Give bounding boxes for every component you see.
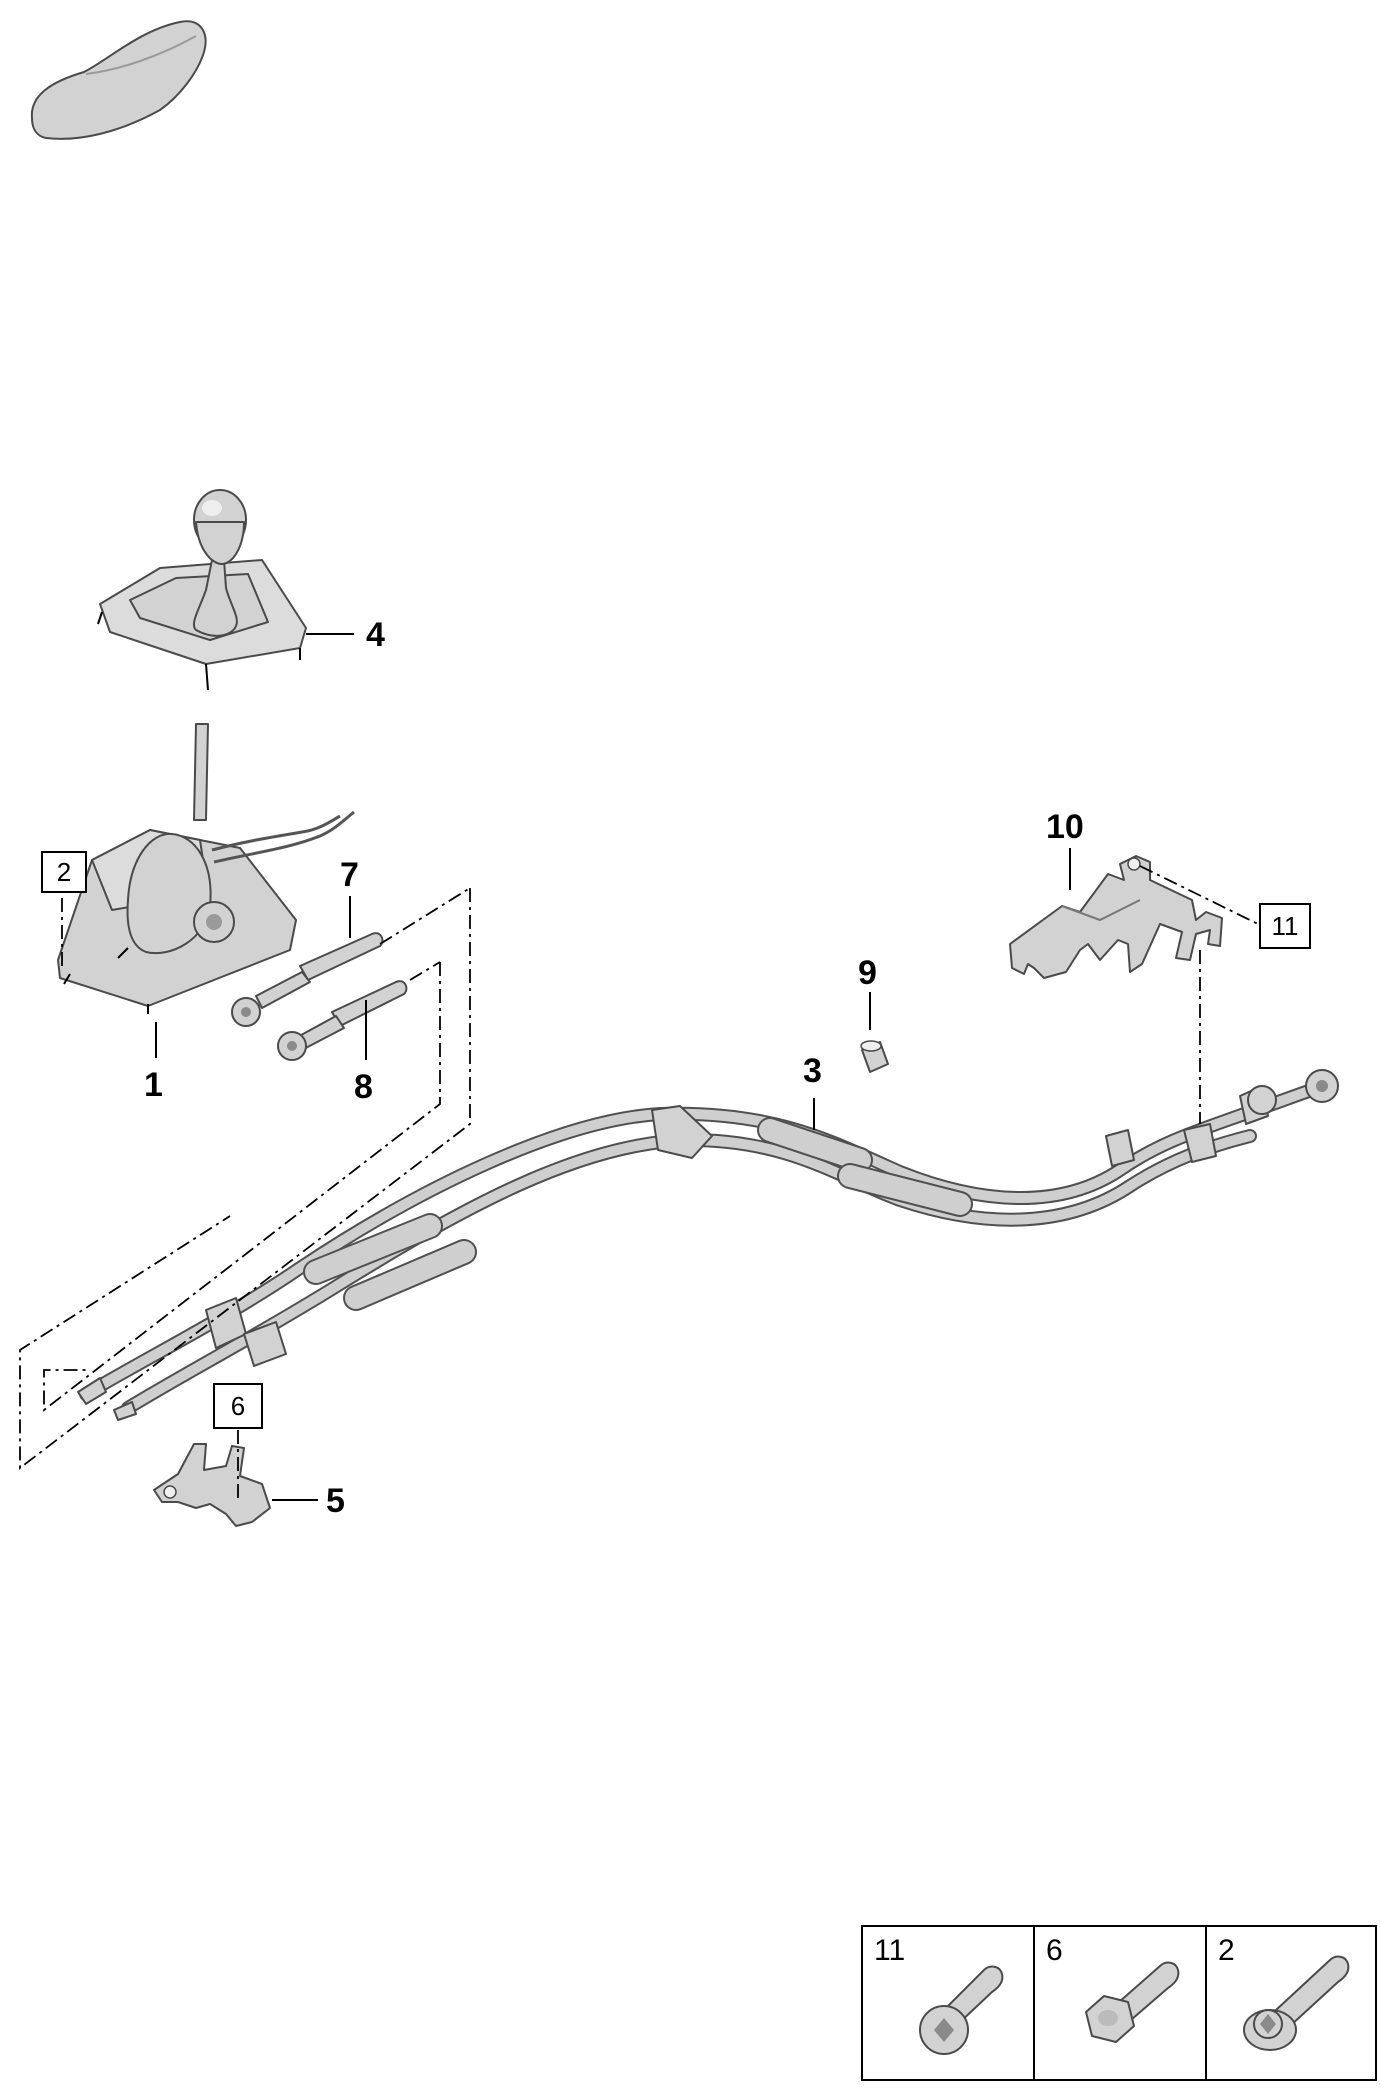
- callout-4: 4: [366, 616, 385, 654]
- callout-8: 8: [354, 1068, 373, 1106]
- shift-knob-boot-part: [97, 489, 307, 691]
- assembly-outline-outer: [19, 888, 471, 1470]
- assembly-outline-inner-top: [409, 961, 441, 981]
- svg-text:2: 2: [1218, 1934, 1235, 1967]
- hex-flange-bolt-icon: [1085, 1961, 1180, 2043]
- bolt-11-route-line: [1139, 865, 1259, 925]
- svg-text:11: 11: [1272, 911, 1299, 941]
- callout-5: 5: [326, 1482, 345, 1520]
- damper-part-7: [231, 932, 384, 1027]
- boxed-ref-2: 2: [41, 851, 87, 893]
- callout-10: 10: [1046, 808, 1084, 846]
- callout-3: 3: [803, 1052, 822, 1090]
- callout-1: 1: [144, 1066, 163, 1104]
- callout-9: 9: [858, 954, 877, 992]
- callout-7: 7: [340, 856, 359, 894]
- damper-part-8: [277, 980, 408, 1061]
- vehicle-thumbnail-icon: [30, 20, 207, 140]
- fastener-legend: 11 6 2: [861, 1925, 1377, 2081]
- svg-text:2: 2: [57, 857, 71, 887]
- shift-cable-assembly-part: [77, 1069, 1339, 1421]
- bracket-part-10: [1009, 855, 1223, 979]
- legend-cell-6: 6: [1046, 1934, 1180, 2043]
- legend-cell-11: 11: [874, 1934, 1004, 2055]
- svg-text:6: 6: [1046, 1934, 1063, 1967]
- svg-text:6: 6: [231, 1391, 245, 1421]
- boxed-ref-6: 6: [213, 1383, 263, 1429]
- bush-part-9: [860, 1040, 889, 1073]
- legend-cell-2: 2: [1218, 1934, 1350, 2051]
- svg-text:11: 11: [874, 1934, 905, 1967]
- assembly-outline-outer-top: [379, 887, 471, 945]
- cable-holder-part-5: [153, 1443, 271, 1527]
- assembly-outline-inner: [43, 962, 441, 1412]
- torx-flange-bolt-icon: [919, 1965, 1004, 2055]
- torx-washer-bolt-icon: [1243, 1955, 1350, 2051]
- boxed-ref-11: 11: [1259, 903, 1311, 949]
- gear-shift-housing-part: [57, 723, 355, 1014]
